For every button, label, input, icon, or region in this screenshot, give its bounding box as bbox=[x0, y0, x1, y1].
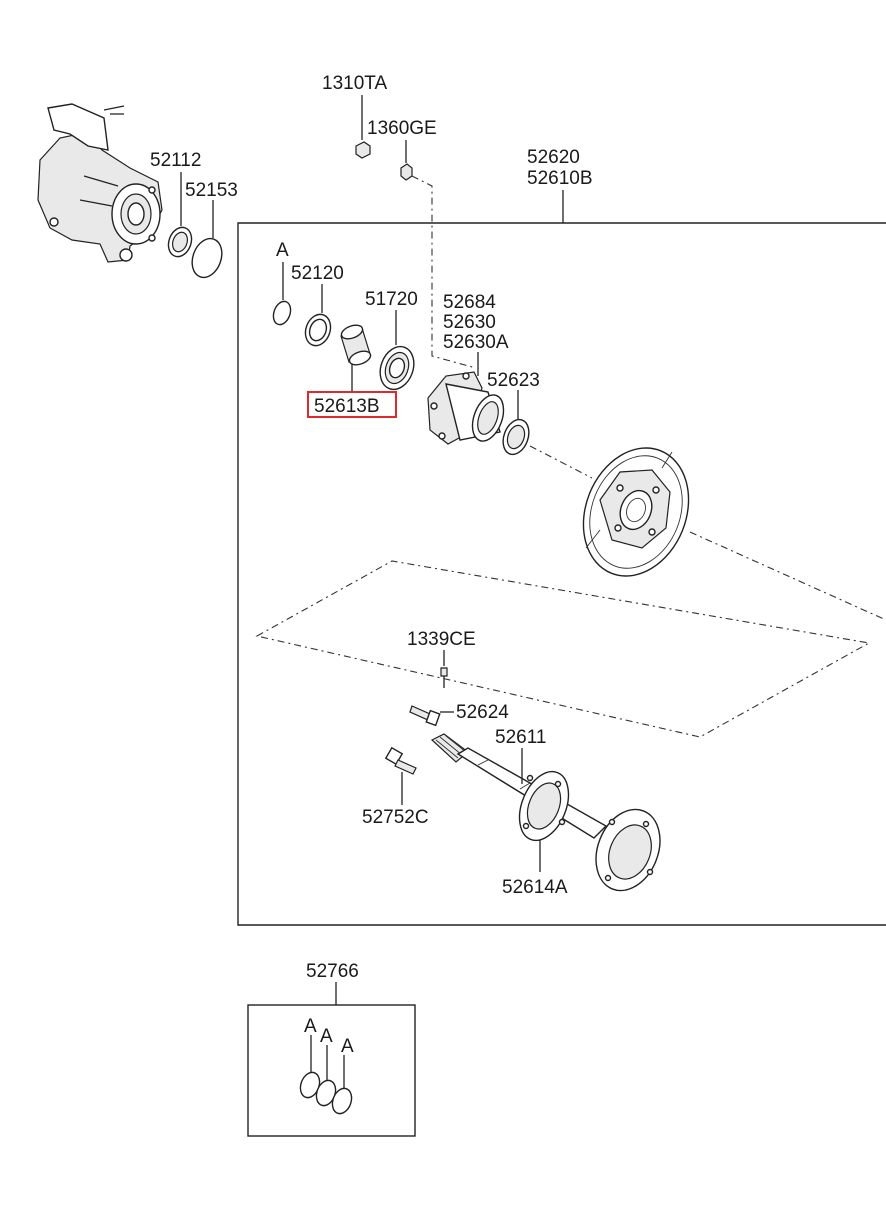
label-52610B[interactable]: 52610B bbox=[527, 168, 593, 189]
snap-ring-icon bbox=[272, 300, 292, 326]
oil-seal-icon bbox=[167, 226, 193, 258]
label-1339CE[interactable]: 1339CE bbox=[407, 629, 476, 650]
label-52630A[interactable]: 52630A bbox=[443, 332, 509, 353]
collar-icon bbox=[340, 324, 372, 366]
oil-seal-icon bbox=[502, 418, 530, 456]
label-1310TA[interactable]: 1310TA bbox=[322, 73, 387, 94]
label-52620[interactable]: 52620 bbox=[527, 147, 580, 168]
nut-icon bbox=[355, 141, 371, 159]
o-ring-icon bbox=[191, 237, 223, 279]
label-52752C[interactable]: 52752C bbox=[362, 807, 429, 828]
assembly-frame bbox=[237, 222, 886, 926]
label-A-kit2[interactable]: A bbox=[320, 1026, 333, 1047]
label-A-top[interactable]: A bbox=[276, 240, 289, 261]
steering-knuckle-icon bbox=[37, 103, 163, 263]
bearing-housing-icon bbox=[427, 371, 505, 445]
label-52613B[interactable]: 52613B bbox=[314, 396, 380, 417]
snap-ring-icon bbox=[299, 1071, 353, 1115]
label-52684[interactable]: 52684 bbox=[443, 292, 496, 313]
spacer-icon bbox=[304, 313, 332, 347]
label-52766[interactable]: 52766 bbox=[306, 961, 359, 982]
ball-bearing-icon bbox=[379, 345, 415, 391]
highlight-box-52613B bbox=[307, 391, 397, 418]
label-52153[interactable]: 52153 bbox=[185, 180, 238, 201]
axle-shaft-icon bbox=[430, 733, 661, 892]
kit-frame bbox=[247, 1004, 416, 1137]
bolt-icon bbox=[440, 667, 448, 688]
label-52623[interactable]: 52623 bbox=[487, 370, 540, 391]
label-52614A[interactable]: 52614A bbox=[502, 877, 568, 898]
axis-line-plate bbox=[689, 531, 886, 621]
label-51720[interactable]: 51720 bbox=[365, 289, 418, 310]
backing-plate-icon bbox=[582, 447, 690, 577]
label-52630[interactable]: 52630 bbox=[443, 312, 496, 333]
label-52112[interactable]: 52112 bbox=[150, 150, 201, 171]
label-52624[interactable]: 52624 bbox=[456, 702, 509, 723]
label-A-kit1[interactable]: A bbox=[304, 1016, 317, 1037]
label-A-kit3[interactable]: A bbox=[341, 1036, 354, 1057]
bolt-path-1360GE bbox=[411, 175, 477, 369]
axis-line-hub bbox=[529, 445, 593, 479]
axle-group-outline bbox=[255, 560, 871, 738]
nut-icon bbox=[400, 163, 413, 181]
label-1360GE[interactable]: 1360GE bbox=[367, 118, 437, 139]
bolt-icon bbox=[409, 705, 441, 727]
label-52120[interactable]: 52120 bbox=[291, 263, 344, 284]
bolt-icon bbox=[384, 746, 417, 775]
label-52611[interactable]: 52611 bbox=[495, 727, 546, 748]
